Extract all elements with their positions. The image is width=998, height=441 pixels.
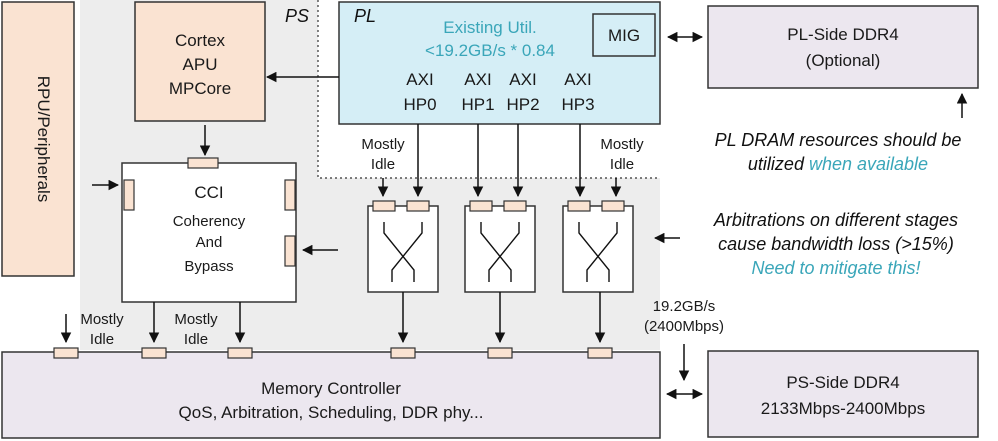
mc-port-2 xyxy=(141,347,167,359)
ps-ddr-line1: PS-Side DDR4 xyxy=(786,373,899,392)
cci-line1: CCI xyxy=(194,183,223,202)
switch-3-port-left xyxy=(567,200,591,212)
mig-label: MIG xyxy=(608,26,640,45)
switch-1-port-right xyxy=(406,200,430,212)
dram-note-utilized: utilized xyxy=(748,154,805,174)
switch-2-port-right xyxy=(503,200,527,212)
pl-util-line2: <19.2GB/s * 0.84 xyxy=(425,41,555,60)
mc-idle-left-line2: Idle xyxy=(90,331,114,348)
switch-2 xyxy=(464,200,536,293)
bandwidth-line2: (2400Mbps) xyxy=(644,318,724,335)
hp0-idle-line2: Idle xyxy=(371,156,395,173)
pl-util-line1: Existing Util. xyxy=(443,18,537,37)
ps-label: PS xyxy=(285,6,309,26)
apu-block xyxy=(134,1,266,122)
mc-idle-mid-line2: Idle xyxy=(184,331,208,348)
mc-idle-left-line1: Mostly xyxy=(80,311,124,328)
switch-1 xyxy=(367,200,439,293)
arb-note-line3: Need to mitigate this! xyxy=(751,258,920,278)
ps-ddr-block xyxy=(707,350,979,438)
cci-line4: Bypass xyxy=(184,258,233,275)
memory-controller-block xyxy=(1,351,661,439)
hp1-axi: AXI xyxy=(464,70,491,89)
mc-port-6 xyxy=(587,347,613,359)
cci-line3: And xyxy=(196,234,223,251)
mc-line1: Memory Controller xyxy=(261,379,401,398)
cci-port-left xyxy=(123,179,135,211)
apu-line2: APU xyxy=(183,55,218,74)
hp3-axi: AXI xyxy=(564,70,591,89)
dram-note-available: when available xyxy=(809,154,928,174)
ps-pl-boundary xyxy=(317,0,660,179)
arb-note-line1: Arbitrations on different stages xyxy=(713,210,958,230)
cci-port-right-top xyxy=(284,179,296,211)
mig-block xyxy=(592,13,656,57)
apu-line3: MPCore xyxy=(169,79,231,98)
hp1-name: HP1 xyxy=(461,95,494,114)
cci-port-right-bottom xyxy=(284,235,296,267)
hp2-axi: AXI xyxy=(509,70,536,89)
pl-ddr-line1: PL-Side DDR4 xyxy=(787,25,899,44)
mc-port-3 xyxy=(227,347,253,359)
arb-note-line2: cause bandwidth loss (>15%) xyxy=(718,234,954,254)
cci-line2: Coherency xyxy=(173,213,246,230)
dram-note-line1: PL DRAM resources should be xyxy=(715,130,962,150)
mc-port-5 xyxy=(487,347,513,359)
mc-port-1 xyxy=(53,347,79,359)
hp2-name: HP2 xyxy=(506,95,539,114)
pl-label: PL xyxy=(354,6,376,26)
pl-ddr-block xyxy=(707,5,979,89)
rpu-block xyxy=(1,1,75,277)
hp3-name: HP3 xyxy=(561,95,594,114)
hp3-idle-line2: Idle xyxy=(610,156,634,173)
hp3-idle-line1: Mostly xyxy=(600,136,644,153)
switch-2-port-left xyxy=(469,200,493,212)
apu-line1: Cortex xyxy=(175,31,226,50)
mc-port-4 xyxy=(390,347,416,359)
ps-ddr-line2: 2133Mbps-2400Mbps xyxy=(761,399,925,418)
hp0-idle-line1: Mostly xyxy=(361,136,405,153)
switch-3 xyxy=(562,200,634,293)
dram-note-line2: utilized when available xyxy=(748,154,928,174)
hp0-axi: AXI xyxy=(406,70,433,89)
hp0-name: HP0 xyxy=(403,95,436,114)
switch-3-port-right xyxy=(601,200,625,212)
cci-port-top xyxy=(187,157,219,169)
switch-1-port-left xyxy=(372,200,396,212)
rpu-label: RPU/Peripherals xyxy=(34,76,53,203)
mc-line2: QoS, Arbitration, Scheduling, DDR phy... xyxy=(179,403,484,422)
cci-block xyxy=(121,162,297,303)
bandwidth-line1: 19.2GB/s xyxy=(653,298,716,315)
pl-ddr-line2: (Optional) xyxy=(806,51,881,70)
mc-idle-mid-line1: Mostly xyxy=(174,311,218,328)
